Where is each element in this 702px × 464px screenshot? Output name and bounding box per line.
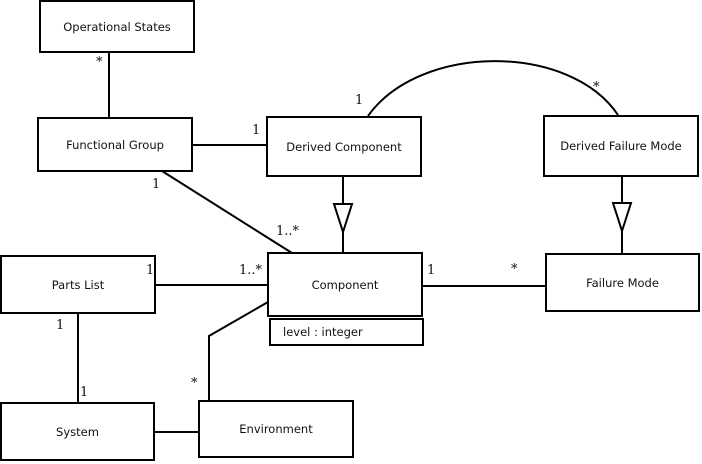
multiplicity-failure-mode: * — [511, 262, 518, 277]
class-name-label: Operational States — [63, 19, 171, 34]
multiplicity-component-to-failure-mode: 1 — [427, 263, 436, 278]
class-operational-states[interactable]: Operational States — [39, 0, 195, 53]
class-name-label: Failure Mode — [586, 275, 659, 290]
multiplicity-derived-component-assoc: 1 — [252, 123, 261, 138]
class-derived-component[interactable]: Derived Component — [266, 116, 422, 177]
multiplicity-functional-group: 1 — [152, 177, 161, 192]
class-name-label: System — [56, 424, 99, 439]
association-component-environment — [208, 301, 269, 401]
class-name-label: Derived Component — [286, 139, 402, 154]
multiplicity-component-from-functional-group: 1..* — [276, 224, 300, 239]
class-name-label: Derived Failure Mode — [560, 139, 682, 153]
multiplicity-environment: * — [191, 376, 198, 391]
multiplicity-system: 1 — [80, 385, 89, 400]
multiplicity-parts-list: 1 — [146, 263, 155, 278]
class-component-attributes[interactable]: level : integer — [269, 318, 424, 346]
attribute-label: level : integer — [283, 325, 363, 339]
class-functional-group[interactable]: Functional Group — [37, 117, 193, 172]
class-system[interactable]: System — [0, 402, 155, 461]
multiplicity-component-from-parts-list: 1..* — [239, 263, 263, 278]
multiplicity-arc-derived-component: 1 — [355, 93, 364, 108]
class-component[interactable]: Component — [267, 252, 423, 317]
association-functional-group-component — [161, 170, 293, 254]
multiplicity-parts-list-to-system: 1 — [56, 318, 65, 333]
multiplicity-operational-states: * — [96, 55, 103, 70]
class-parts-list[interactable]: Parts List — [0, 255, 156, 314]
multiplicity-arc-derived-failure-mode: * — [593, 80, 600, 95]
generalization-arrow-icon — [332, 203, 354, 236]
class-name-label: Parts List — [51, 277, 105, 292]
class-environment[interactable]: Environment — [198, 400, 354, 458]
class-name-label: Functional Group — [66, 137, 164, 152]
generalization-arrow-icon — [611, 202, 633, 235]
class-name-label: Component — [311, 277, 379, 292]
association-arc-derived-component-derived-failure-mode — [367, 60, 619, 117]
class-failure-mode[interactable]: Failure Mode — [545, 253, 700, 312]
class-name-label: Environment — [239, 422, 313, 436]
class-derived-failure-mode[interactable]: Derived Failure Mode — [543, 115, 699, 177]
